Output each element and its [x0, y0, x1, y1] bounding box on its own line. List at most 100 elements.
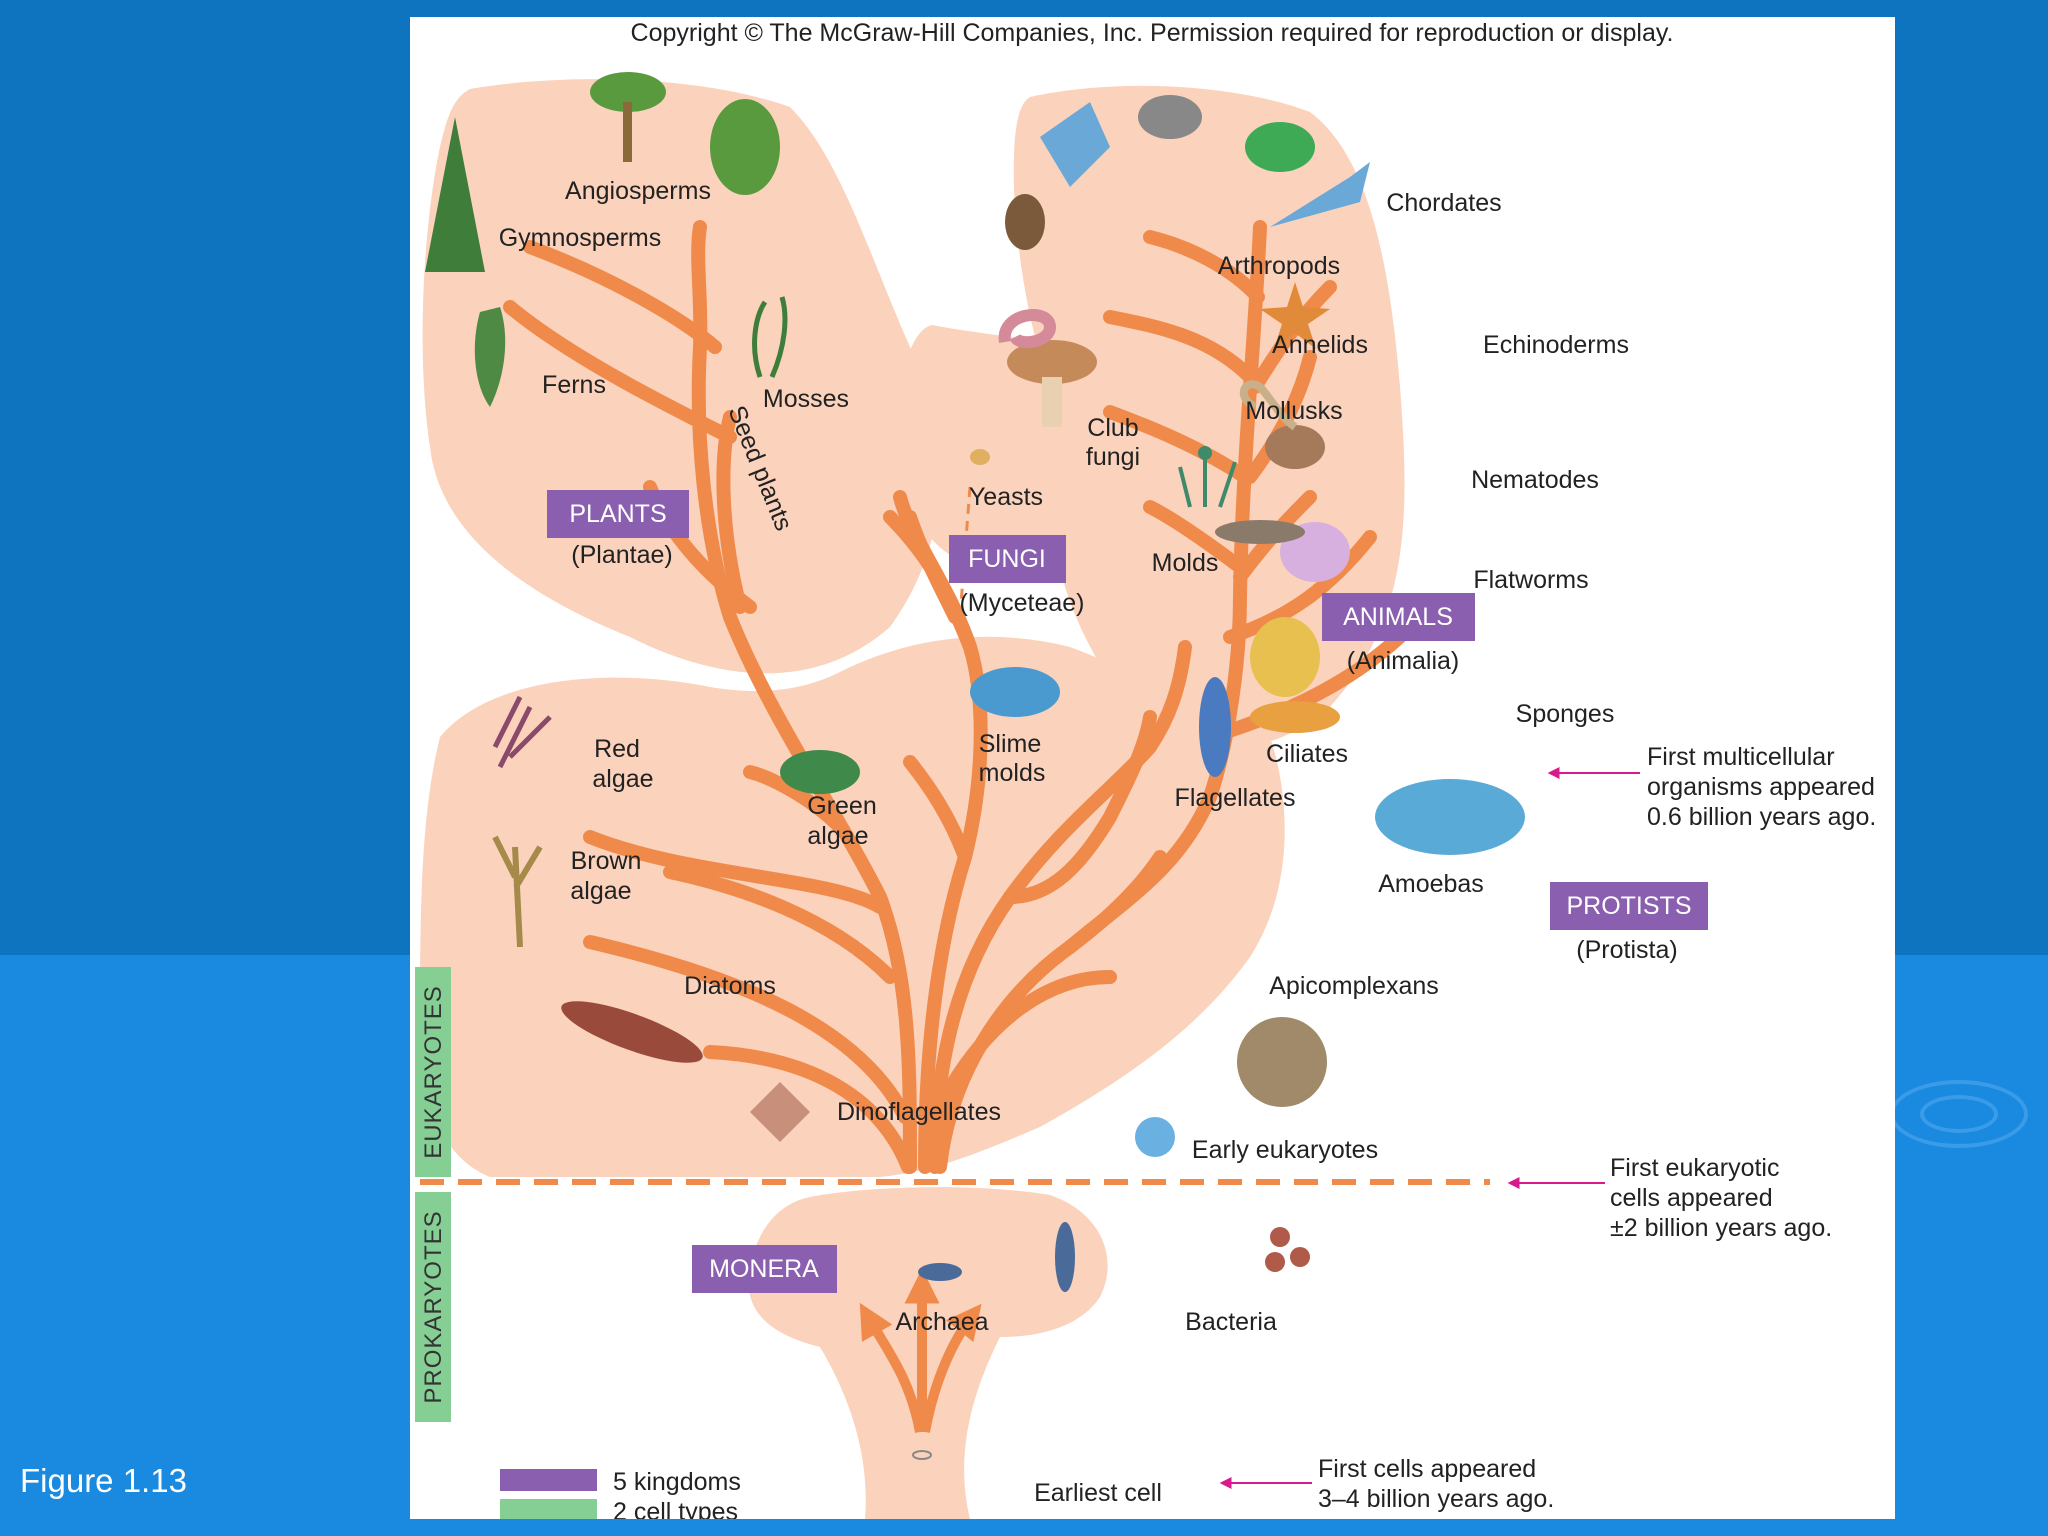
annotation-line: 3–4 billion years ago.	[1318, 1485, 1554, 1513]
protist-branch	[583, 830, 887, 914]
frog-icon	[1245, 122, 1315, 172]
slime-mold-icon	[970, 667, 1060, 717]
kingdom-name: ANIMALS	[1343, 603, 1453, 631]
fly-icon	[1005, 194, 1045, 250]
fern-icon	[474, 307, 506, 407]
red-algae-icon	[492, 695, 552, 769]
legend-kingdom-swatch	[500, 1469, 597, 1491]
amoebas-label: Amoebas	[1378, 870, 1484, 898]
kingdom-latin: (Myceteae)	[959, 589, 1084, 617]
monera-kingdom-label: MONERA	[692, 1245, 837, 1293]
decorative-ripple	[1920, 1095, 1998, 1133]
mosses-label: Mosses	[763, 385, 849, 413]
starfish-icon	[1260, 282, 1330, 349]
bird-icon	[1040, 102, 1110, 187]
trunk-branch	[928, 640, 1192, 1174]
animal-branch	[1103, 405, 1252, 484]
sponge-icon	[1250, 617, 1320, 697]
first-cells-annotation: First cells appeared 3–4 billion years a…	[1219, 1455, 1554, 1513]
protist-branch	[1003, 710, 1157, 904]
annotation-line: First multicellular	[1647, 743, 1835, 771]
kingdom-box	[692, 1245, 837, 1293]
annotation-line: cells appeared	[1610, 1184, 1773, 1212]
echinoderms-label: Echinoderms	[1483, 331, 1629, 359]
protist-branch	[663, 865, 897, 984]
worm-icon	[998, 309, 1057, 349]
flagellate-icon	[1199, 677, 1231, 777]
kingdom-box	[1322, 593, 1475, 641]
animal-branch	[1223, 530, 1377, 644]
kingdom-name: PLANTS	[569, 500, 666, 528]
arrow-to-bacteria	[920, 1303, 982, 1433]
annelids-label: Annelids	[1272, 331, 1368, 359]
early-eukaryotes-label: Early eukaryotes	[1192, 1136, 1378, 1164]
mouse-icon	[1138, 95, 1202, 139]
green-algae-icon	[780, 750, 860, 794]
gymnosperm-icon	[425, 117, 485, 272]
plants-kingdom-label: PLANTS (Plantae)	[547, 490, 689, 569]
brown-algae-icon	[492, 835, 543, 948]
bacteria-cocci-icon	[1290, 1247, 1310, 1267]
brown-algae-label: algae	[570, 877, 631, 905]
sponges-label: Sponges	[1516, 700, 1615, 728]
amoeba-icon	[1375, 779, 1525, 855]
earliest-cell-icon	[912, 1450, 932, 1460]
diatom-icon	[561, 1001, 703, 1063]
chordates-label: Chordates	[1386, 189, 1501, 217]
bacteria-cocci-icon	[1270, 1227, 1290, 1247]
palm-icon	[590, 72, 666, 112]
animal-branch	[1103, 310, 1257, 384]
animals-kingdom-label: ANIMALS (Animalia)	[1322, 593, 1475, 675]
protist-branch	[743, 765, 847, 834]
tree-of-life-diagram: Copyright © The McGraw-Hill Companies, I…	[415, 19, 1876, 1519]
ferns-label: Ferns	[542, 371, 606, 399]
nematodes-label: Nematodes	[1471, 466, 1599, 494]
flagellates-label: Flagellates	[1175, 784, 1296, 812]
annotation-line: organisms appeared	[1647, 773, 1875, 801]
kingdom-latin: (Protista)	[1576, 936, 1677, 964]
kingdom-name: PROTISTS	[1566, 892, 1691, 920]
bacteria-rod-icon	[1055, 1222, 1075, 1292]
eukaryotic-annotation: First eukaryotic cells appeared ±2 billi…	[1507, 1154, 1832, 1242]
ciliates-label: Ciliates	[1266, 740, 1348, 768]
eukaryotes-band: EUKARYOTES	[415, 967, 451, 1177]
club-fungi-label: fungi	[1086, 443, 1140, 471]
ciliate-icon	[1250, 701, 1340, 733]
kingdom-box	[547, 490, 689, 538]
animal-branch	[1203, 620, 1417, 744]
mushroom-stem-icon	[1042, 377, 1062, 427]
flatworm-icon	[1215, 520, 1305, 544]
protist-branch	[1063, 850, 1167, 954]
annotation-line: First eukaryotic	[1610, 1154, 1779, 1182]
plant-branch	[503, 300, 737, 444]
dinoflagellates-label: Dinoflagellates	[837, 1098, 1001, 1126]
organism-illustrations	[425, 72, 1525, 1460]
moss-icon	[752, 296, 788, 378]
kingdom-name: FUNGI	[968, 545, 1046, 573]
snail-icon	[1265, 425, 1325, 469]
legend-cell-type-swatch	[500, 1499, 597, 1519]
prokaryotes-band: PROKARYOTES	[415, 1192, 451, 1422]
fish-icon	[1270, 162, 1370, 227]
protists-kingdom-label: PROTISTS (Protista)	[1550, 882, 1708, 964]
plant-branch	[523, 240, 722, 354]
green-algae-label: Green	[807, 792, 876, 820]
mushroom-cap-icon	[1007, 340, 1097, 384]
dinoflagellate-icon	[750, 1082, 810, 1142]
apicomplexans-label: Apicomplexans	[1269, 972, 1439, 1000]
diatoms-label: Diatoms	[684, 972, 776, 1000]
mold-icon	[1178, 457, 1237, 508]
protist-branch	[903, 755, 972, 864]
earliest-cell-label: Earliest cell	[1034, 1479, 1162, 1507]
legend: 5 kingdoms 2 cell types	[500, 1468, 741, 1519]
gymnosperms-label: Gymnosperms	[499, 224, 662, 252]
red-algae-label: algae	[592, 765, 653, 793]
nematode-icon	[1239, 380, 1298, 431]
animal-branch	[1143, 230, 1265, 304]
molds-divider	[958, 486, 972, 618]
early-eukaryote-icon	[1135, 1117, 1175, 1157]
annotation-line: 0.6 billion years ago.	[1647, 803, 1876, 831]
red-algae-label: Red	[594, 735, 640, 763]
angiosperms-label: Angiosperms	[565, 177, 711, 205]
kingdom-latin: (Plantae)	[571, 541, 672, 569]
